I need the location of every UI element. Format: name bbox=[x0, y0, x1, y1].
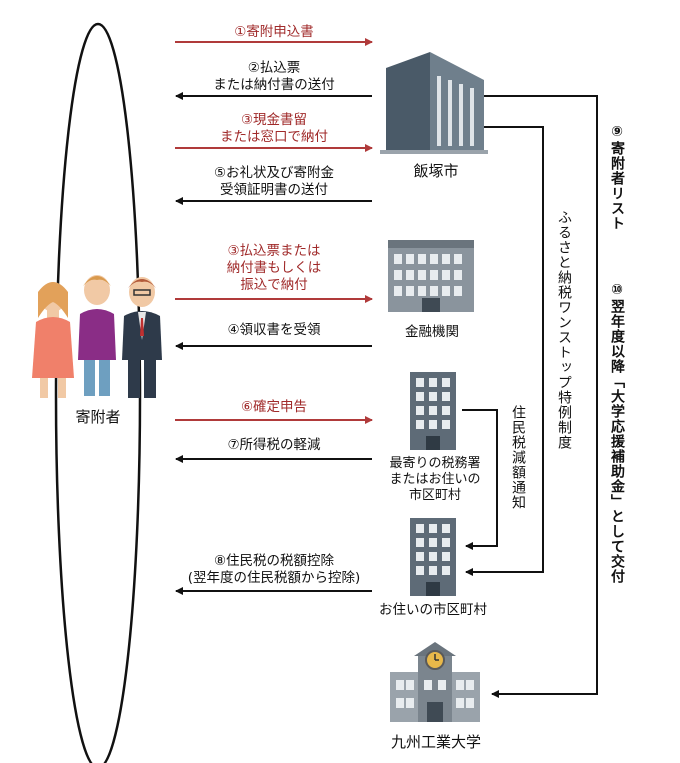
step-5-line-2: 受領証明書の送付 bbox=[220, 182, 328, 198]
tax-office-line-1: 最寄りの税務署 bbox=[389, 456, 481, 471]
bank-label: 金融機関 bbox=[405, 324, 459, 340]
residence-label: お住いの市区町村 bbox=[379, 602, 487, 618]
city-hall-icon bbox=[380, 52, 488, 154]
step-1-label: ①寄附申込書 bbox=[234, 24, 314, 40]
arrow-notice bbox=[462, 409, 498, 550]
step-2-line-2: または納付書の送付 bbox=[213, 77, 335, 93]
donor-list-text: ⑨寄附者リスト bbox=[609, 124, 625, 231]
arrow-grant bbox=[484, 95, 598, 698]
step-6-label: ⑥確定申告 bbox=[240, 399, 308, 415]
step-5-line-1: ⑤お礼状及び寄附金 bbox=[213, 165, 335, 181]
step-8-line-2: (翌年度の住民税額から控除) bbox=[187, 570, 361, 586]
step-3-line-1: ③現金書留 bbox=[240, 112, 308, 128]
donor-woman-icon bbox=[32, 282, 74, 398]
city-label: 飯塚市 bbox=[413, 162, 459, 180]
step-3b-line-3: 振込で納付 bbox=[240, 277, 308, 293]
university-label: 九州工業大学 bbox=[390, 733, 481, 751]
step-8-line-1: ⑧住民税の税額控除 bbox=[213, 553, 335, 569]
municipality-icon bbox=[410, 518, 456, 596]
step-3b-line-2: 納付書もしくは bbox=[226, 260, 322, 276]
donor-ellipse bbox=[54, 22, 142, 763]
donor-man-purple-icon bbox=[78, 275, 116, 396]
arrow-one-stop bbox=[465, 126, 544, 576]
donor-man-suit-icon bbox=[122, 277, 162, 398]
step-3b-line-1: ③払込票または bbox=[227, 243, 321, 259]
step-2-label: ②払込票 または納付書の送付 bbox=[176, 60, 372, 94]
grant-text: ⑩翌年度以降「大学応援補助金」として交付 bbox=[609, 282, 625, 584]
step-5-label: ⑤お礼状及び寄附金 受領証明書の送付 bbox=[176, 165, 372, 199]
tax-office-line-3: 市区町村 bbox=[408, 488, 461, 503]
bank-icon bbox=[388, 240, 474, 312]
step-2-line-1: ②払込票 bbox=[247, 60, 301, 76]
step-3b-label: ③払込票または 納付書もしくは 振込で納付 bbox=[176, 243, 372, 294]
tax-office-line-2: またはお住いの bbox=[389, 472, 481, 487]
step-4-label: ④領収書を受領 bbox=[227, 322, 321, 338]
tax-office-icon bbox=[410, 372, 456, 450]
donor-label: 寄附者 bbox=[75, 408, 121, 426]
step-7-label: ⑦所得税の軽減 bbox=[227, 437, 321, 453]
step-8-label: ⑧住民税の税額控除 (翌年度の住民税額から控除) bbox=[176, 553, 372, 587]
step-3-label: ③現金書留 または窓口で納付 bbox=[176, 112, 372, 146]
step-3-line-2: または窓口で納付 bbox=[220, 129, 328, 145]
resident-tax-notice-text: 住民税減額通知 bbox=[510, 405, 526, 510]
university-icon bbox=[390, 642, 480, 722]
one-stop-text: ふるさと納税ワンストップ特例制度 bbox=[556, 210, 572, 450]
tax-office-label: 最寄りの税務署 またはお住いの 市区町村 bbox=[376, 456, 494, 504]
